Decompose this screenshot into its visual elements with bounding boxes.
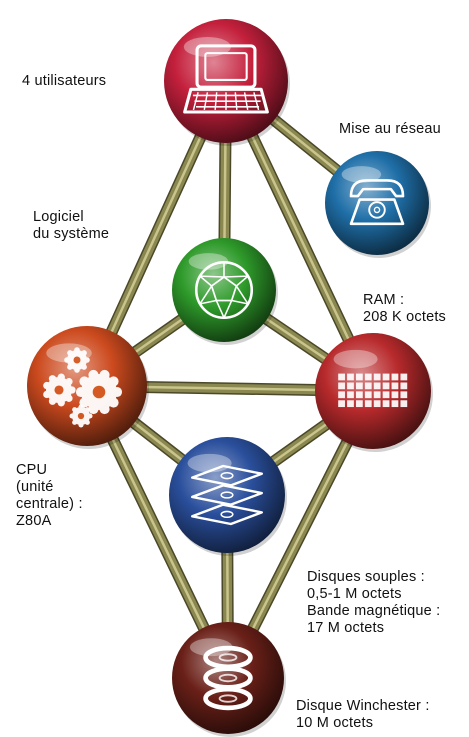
label-cpu: CPU (unité centrale) : Z80A bbox=[16, 462, 83, 529]
label-terminal: 4 utilisateurs bbox=[22, 73, 107, 89]
label-network: Mise au réseau bbox=[339, 121, 441, 137]
node-winchester bbox=[172, 622, 286, 737]
node-sphere bbox=[172, 238, 276, 342]
node-terminal bbox=[164, 19, 290, 146]
geodesic-sphere-icon bbox=[194, 260, 254, 320]
node-floppy bbox=[169, 437, 287, 556]
node-network bbox=[325, 151, 431, 258]
nodes bbox=[27, 19, 433, 737]
node-sphere bbox=[172, 622, 284, 734]
label-ram: RAM : 208 K octets bbox=[363, 292, 447, 325]
node-ram bbox=[315, 333, 433, 452]
label-winchester: Disque Winchester : 10 M octets bbox=[296, 698, 430, 731]
memory-chip-grid-icon bbox=[338, 373, 408, 408]
node-cpu bbox=[27, 326, 149, 449]
node-sphere bbox=[169, 437, 285, 553]
label-software: Logiciel du système bbox=[33, 209, 110, 242]
gears-icon bbox=[43, 347, 123, 428]
winchester-platters-icon bbox=[203, 645, 253, 711]
label-floppy: Disques souples : 0,5-1 M octets Bande m… bbox=[307, 569, 441, 636]
computer-terminal-icon bbox=[183, 44, 269, 114]
stacked-disks-icon bbox=[190, 464, 264, 526]
node-sphere bbox=[315, 333, 431, 449]
node-software bbox=[172, 238, 278, 345]
